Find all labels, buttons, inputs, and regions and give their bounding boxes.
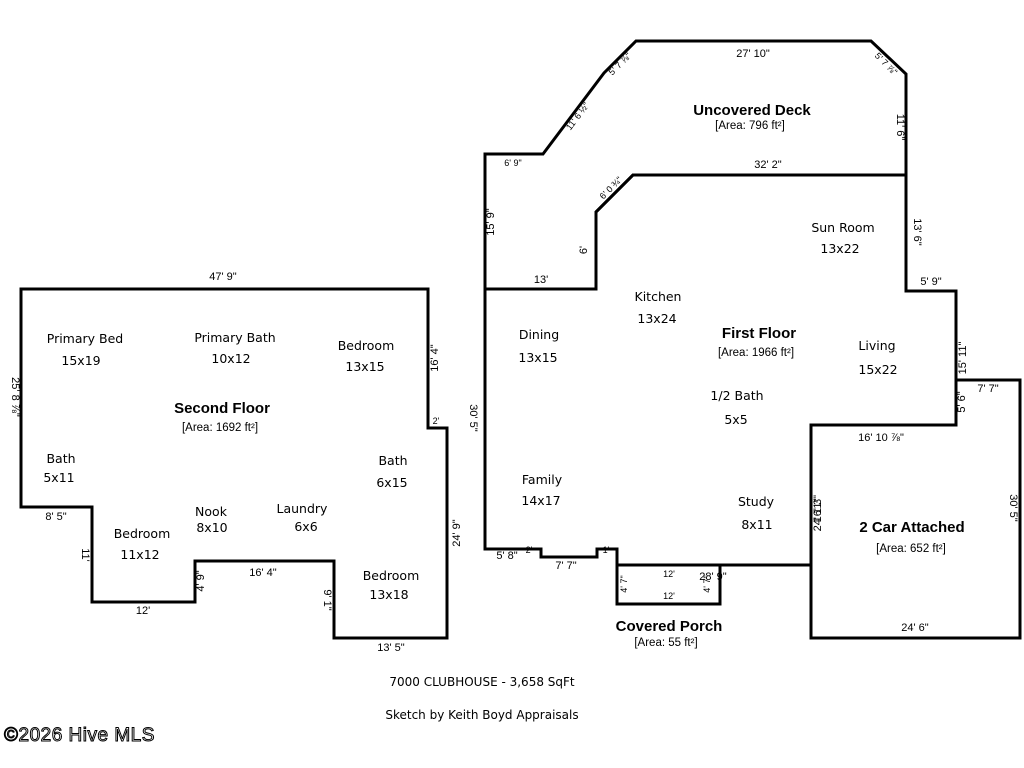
mls-watermark: ©2026 Hive MLS xyxy=(4,725,155,746)
first-floor-title: First Floor xyxy=(722,325,796,342)
room-size: 6x15 xyxy=(376,475,407,490)
dim-second-notch-side: 11' xyxy=(79,548,91,562)
room-size: 5x11 xyxy=(43,470,74,485)
dim-garage-right: 30' 5" xyxy=(1007,494,1019,522)
dim-first-right-lower: 5' 6" xyxy=(956,391,968,412)
room-label: Sun Room xyxy=(811,220,874,235)
dim-first-right-mid: 15' 11" xyxy=(957,342,969,375)
dim-first-garage-wall: 24' 11" xyxy=(812,499,824,532)
first-floor-area: [Area: 1966 ft²] xyxy=(718,347,794,359)
room-size: 8x11 xyxy=(741,517,772,532)
dim-second-right-upper: 16' 4" xyxy=(429,344,441,372)
room-label: 1/2 Bath xyxy=(710,388,763,403)
dim-second-top: 47' 9" xyxy=(209,271,237,283)
dim-first-jog-right: 1' xyxy=(603,545,610,555)
dim-second-inner-side: 9' 1" xyxy=(321,589,333,610)
deck-area: [Area: 796 ft²] xyxy=(715,120,785,132)
room-label: Laundry xyxy=(277,501,329,516)
dim-garage-left: 16' 3" xyxy=(812,495,824,523)
room-label: Bath xyxy=(46,451,75,466)
garage-outline xyxy=(809,378,1022,640)
garage-title: 2 Car Attached xyxy=(859,519,964,536)
room-size: 15x19 xyxy=(61,353,100,368)
room-label: Kitchen xyxy=(635,289,682,304)
dim-porch-right: 4' 7" xyxy=(702,575,712,592)
room-label: Dining xyxy=(519,327,559,342)
room-label: Nook xyxy=(195,504,228,519)
room-label: Family xyxy=(522,472,563,487)
dim-first-bottom-right: 16' 10 ⅞" xyxy=(858,432,904,444)
dim-garage-bottom: 24' 6" xyxy=(901,622,929,634)
garage-area: [Area: 652 ft²] xyxy=(876,543,946,555)
dim-second-inner-top: 16' 4" xyxy=(249,567,277,579)
room-size: 15x22 xyxy=(858,362,897,377)
room-size: 5x5 xyxy=(724,412,747,427)
dim-deck-bottom: 32' 2" xyxy=(754,159,782,171)
dim-first-jog: 2' xyxy=(526,545,533,555)
dim-second-step: 2' xyxy=(433,416,440,426)
room-size: 6x6 xyxy=(294,519,317,534)
room-label: Bath xyxy=(378,453,407,468)
dim-first-left: 30' 5" xyxy=(467,404,479,432)
sketch-credit: Sketch by Keith Boyd Appraisals xyxy=(385,708,578,722)
dim-porch-left: 4' 7" xyxy=(619,575,629,592)
dim-second-bottom-right: 13' 5" xyxy=(377,642,405,654)
dim-garage-top: 7' 7" xyxy=(977,383,998,395)
porch-outline xyxy=(615,563,722,606)
room-label: Primary Bed xyxy=(47,331,123,346)
dim-porch-top: 12' xyxy=(663,569,675,579)
room-label: Bedroom xyxy=(114,526,171,541)
dim-second-inner-step: 4' 9" xyxy=(195,570,207,591)
dim-first-top-left: 13' xyxy=(534,274,548,286)
room-size: 8x10 xyxy=(196,520,227,535)
deck-title: Uncovered Deck xyxy=(693,102,811,119)
second-floor-title: Second Floor xyxy=(174,400,270,417)
garage: 7' 7" 30' 5" 24' 6" 16' 3" 2 Car Attache… xyxy=(809,378,1022,640)
covered-porch: 12' 12' 4' 7" 4' 7" Covered Porch [Area:… xyxy=(615,563,723,649)
dim-deck-top: 27' 10" xyxy=(736,48,770,60)
room-label: Living xyxy=(858,338,895,353)
second-floor: 47' 9" 25' 8 ⅞" 16' 4" 2' 24' 9" 8' 5" 1… xyxy=(9,271,463,654)
dim-second-bottom-left: 12' xyxy=(136,605,150,617)
dim-first-bottom-left: 5' 8" xyxy=(496,550,517,562)
second-floor-outline xyxy=(19,287,449,640)
dim-first-deck-inner: 6' xyxy=(578,246,590,254)
porch-title: Covered Porch xyxy=(616,618,723,635)
room-size: 13x15 xyxy=(518,350,557,365)
dim-second-notch: 8' 5" xyxy=(45,511,66,523)
room-label: Bedroom xyxy=(338,338,395,353)
dim-deck-right: 11' 6" xyxy=(894,114,906,141)
porch-area: [Area: 55 ft²] xyxy=(634,637,697,649)
dim-second-right-lower: 24' 9" xyxy=(451,519,463,547)
dim-deck-diagonal: 11' 6 ½" xyxy=(564,100,591,131)
room-size: 10x12 xyxy=(211,351,250,366)
dim-first-right-upper: 13' 6" xyxy=(911,218,923,246)
dim-deck-left-step: 6' 9" xyxy=(504,158,521,168)
room-label: Primary Bath xyxy=(194,330,275,345)
dim-second-left: 25' 8 ⅞" xyxy=(9,377,21,417)
room-size: 13x18 xyxy=(369,587,408,602)
room-label: Study xyxy=(738,494,775,509)
room-size: 14x17 xyxy=(521,493,560,508)
room-label: Bedroom xyxy=(363,568,420,583)
second-floor-area: [Area: 1692 ft²] xyxy=(182,422,258,434)
room-size: 11x12 xyxy=(120,547,159,562)
dim-first-bottom-notch: 7' 7" xyxy=(555,560,576,572)
room-size: 13x24 xyxy=(637,311,676,326)
dim-first-deck-left: 15' 9" xyxy=(485,208,497,236)
room-size: 13x15 xyxy=(345,359,384,374)
room-size: 13x22 xyxy=(820,241,859,256)
property-caption: 7000 CLUBHOUSE - 3,658 SqFt xyxy=(389,675,575,689)
dim-porch-bottom: 12' xyxy=(663,591,675,601)
dim-first-right-step: 5' 9" xyxy=(920,276,941,288)
dim-deck-corner-left: 5' 7 ⅞" xyxy=(607,51,633,77)
